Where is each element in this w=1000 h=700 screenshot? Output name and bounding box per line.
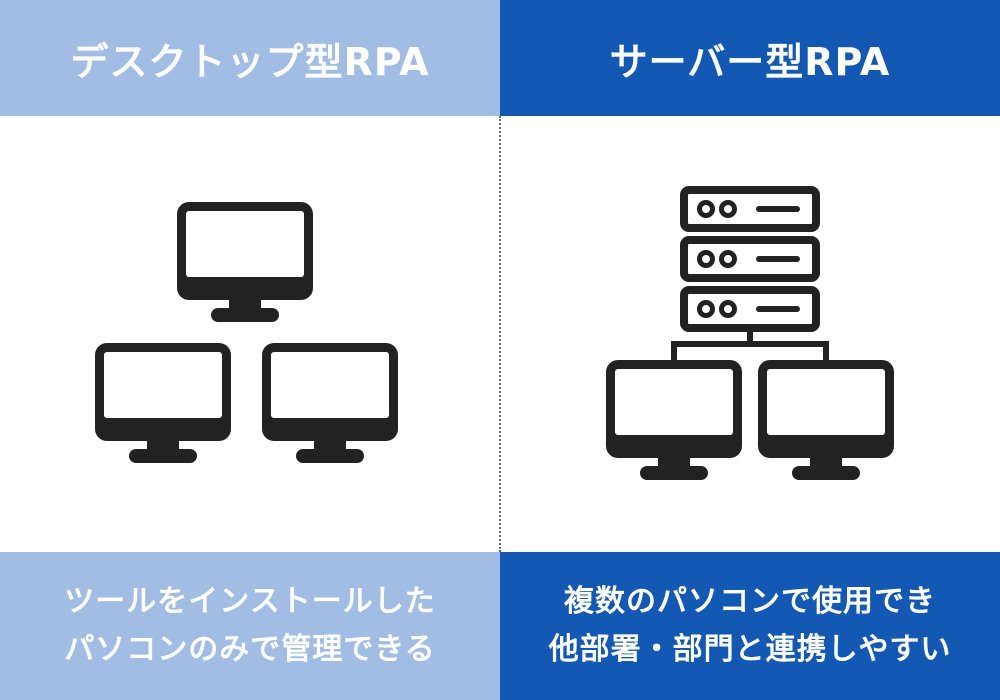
- server-client-monitor-right-icon: [758, 360, 894, 480]
- desktop-monitor-top-icon: [177, 202, 313, 322]
- desktop-rpa-description-line1: ツールをインストールした: [64, 584, 436, 619]
- server-connector-lines: [671, 330, 829, 362]
- server-rpa-description-line2: 他部署・部門と連携しやすい: [548, 632, 952, 667]
- column-divider: [499, 116, 501, 552]
- server-rpa-description-line1: 複数のパソコンで使用でき: [564, 584, 936, 619]
- server-client-monitor-left-icon: [606, 360, 742, 480]
- desktop-rpa-title: デスクトップ型RPA: [70, 39, 430, 84]
- server-rpa-title: サーバー型RPA: [609, 39, 891, 84]
- desktop-rpa-header: デスクトップ型RPA: [0, 0, 500, 116]
- desktop-monitor-bottom-right-icon: [262, 343, 398, 463]
- desktop-rpa-description-line2: パソコンのみで管理できる: [64, 632, 436, 667]
- server-rpa-description: 複数のパソコンで使用でき 他部署・部門と連携しやすい: [500, 552, 1000, 700]
- desktop-rpa-description: ツールをインストールした パソコンのみで管理できる: [0, 552, 500, 700]
- server-rack-icon: [684, 190, 816, 328]
- desktop-monitor-bottom-left-icon: [95, 343, 231, 463]
- server-rpa-header: サーバー型RPA: [500, 0, 1000, 116]
